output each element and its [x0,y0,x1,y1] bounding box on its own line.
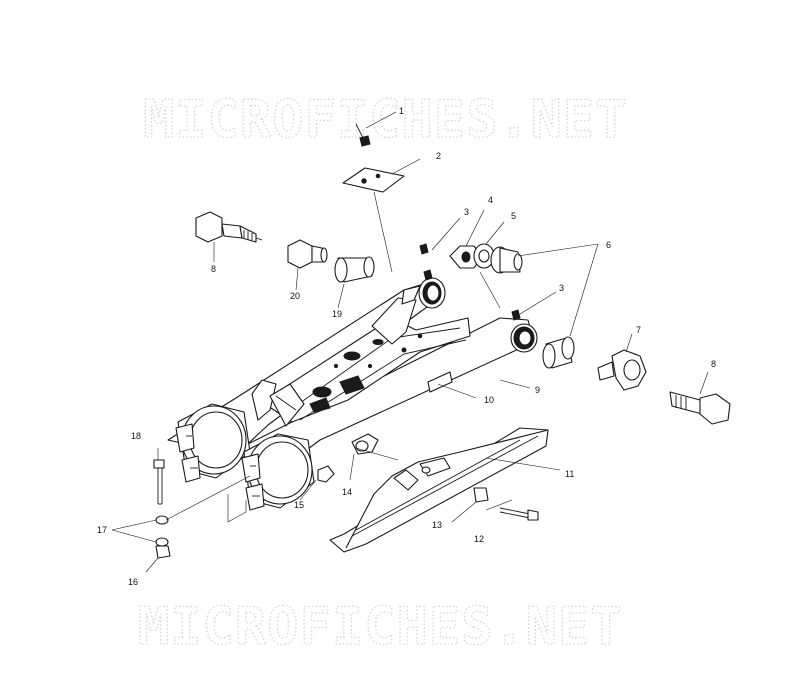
callout-5: 5 [511,211,516,221]
callout-19: 19 [332,309,342,319]
callout-6: 6 [606,240,611,250]
part-7-pivot-bolt [597,349,647,391]
callout-17: 17 [97,525,107,535]
part-13-sleeve [473,487,489,503]
callout-8-left: 8 [211,264,216,274]
pivot-boss-left [418,277,446,309]
callout-18: 18 [131,431,141,441]
callout-9: 9 [535,385,540,395]
callout-8-right: 8 [711,359,716,369]
callout-3-lower: 3 [559,283,564,293]
callout-4: 4 [488,195,493,205]
callout-15: 15 [294,500,304,510]
leader-lines [111,111,709,573]
part-15-nut [317,465,335,483]
part-16-nut [155,545,171,559]
callout-11: 11 [565,469,574,479]
part-8-bolt-left [195,211,263,243]
callout-14: 14 [342,487,352,497]
watermark-top: MICROFICHES.NET [143,90,628,150]
callouts: 1 2 3 4 5 6 3 7 8 8 20 19 9 10 11 12 13 … [97,106,716,587]
axle-housing-left [175,403,251,483]
callout-20: 20 [290,291,300,301]
part-17-washer-lower [155,537,169,547]
callout-3-upper: 3 [464,207,469,217]
callout-1: 1 [399,106,404,116]
part-3-fitting-upper [419,243,429,255]
callout-13: 13 [432,520,442,530]
watermark-bottom: MICROFICHES.NET [138,597,623,657]
callout-2: 2 [436,151,441,161]
decal-rectangle [427,371,453,393]
callout-16: 16 [128,577,138,587]
part-12-bolt [499,507,539,521]
part-20-bolt [287,239,328,269]
axle-housing-right [241,433,315,511]
part-4-nut [449,245,483,269]
part-6-bushing-lower [542,336,575,369]
part-8-bolt-right [669,391,731,425]
pivot-boss-right [510,323,538,353]
part-19-sleeve [334,256,375,283]
part-5-washer [473,243,495,269]
part-2-plate [342,167,405,193]
callout-7: 7 [636,325,641,335]
callout-10: 10 [484,395,494,405]
part-6-bushing-upper [490,246,523,274]
part-18-bolt [153,459,165,505]
part-1-rivet [355,123,371,147]
callout-12: 12 [474,534,484,544]
